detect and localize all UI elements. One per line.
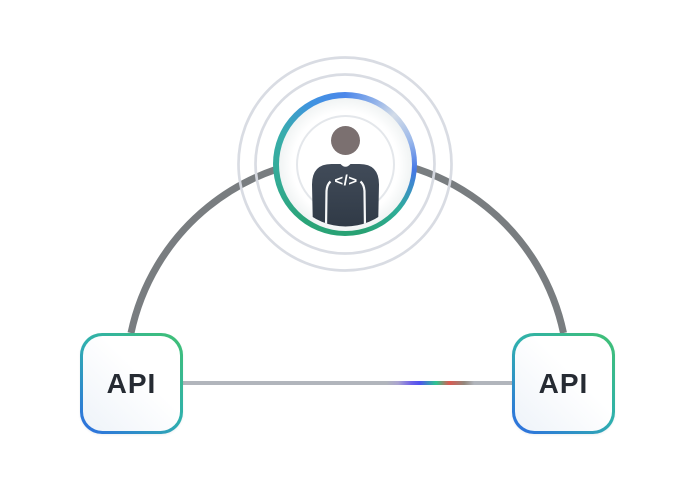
api-node-left-label: API	[106, 367, 157, 399]
outer-ripple-ring	[237, 56, 453, 272]
avatar-body	[311, 163, 379, 226]
developer-hub-ring: </>	[273, 92, 417, 236]
api-node-right-face: API	[514, 335, 613, 432]
code-glyph: </>	[334, 172, 357, 189]
api-link-line	[182, 381, 512, 385]
api-node-left-face: API	[82, 335, 181, 432]
avatar-right-arm-seam	[359, 180, 366, 226]
middle-ripple-ring	[254, 73, 436, 255]
api-node-right[interactable]: API	[512, 333, 615, 434]
avatar-head	[330, 125, 360, 155]
developer-hub-disc: </>	[278, 97, 412, 231]
developer-avatar-icon: </>	[295, 114, 395, 226]
api-node-left[interactable]: API	[80, 333, 183, 434]
api-node-right-label: API	[538, 367, 589, 399]
avatar-left-arm-seam	[324, 180, 331, 226]
